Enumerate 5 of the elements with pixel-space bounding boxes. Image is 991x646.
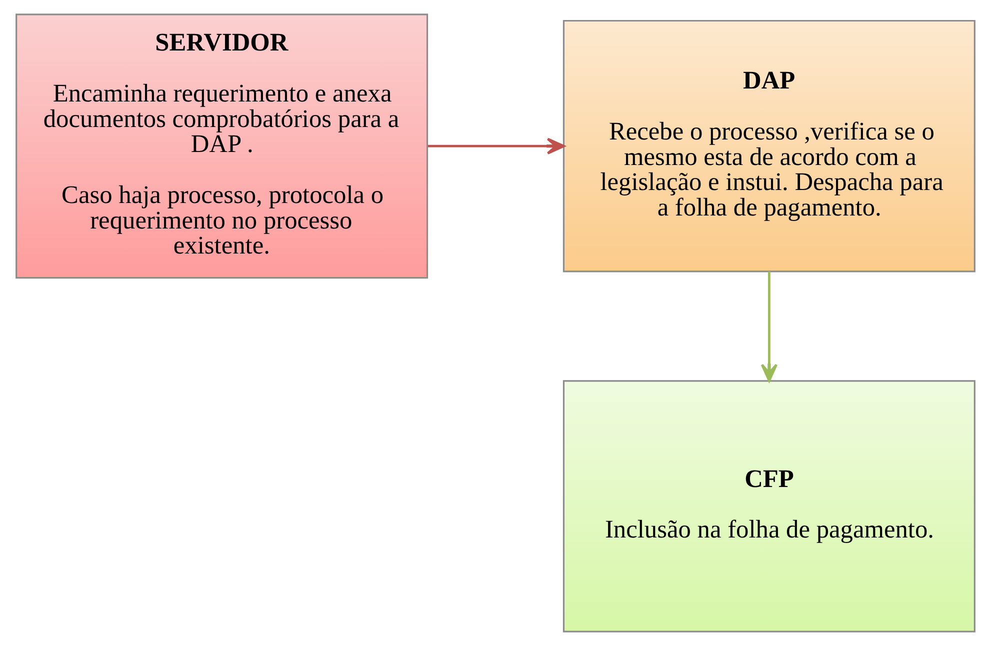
node-box: SERVIDOR Encaminha requerimento e anexa documentos comprobatórios para a DAP . Caso haja processo, protocola o requerimento no processo existente. (16, 14, 428, 279)
arrow (428, 138, 565, 154)
node-box: DAP Recebe o processo ,verifica se o mesmo esta de acordo com a legislação e instui. Despacha para a folha de pagamento. (562, 20, 976, 272)
node-box: CFP Inclusão na folha de pagamento. (562, 380, 976, 632)
arrow (760, 272, 778, 382)
